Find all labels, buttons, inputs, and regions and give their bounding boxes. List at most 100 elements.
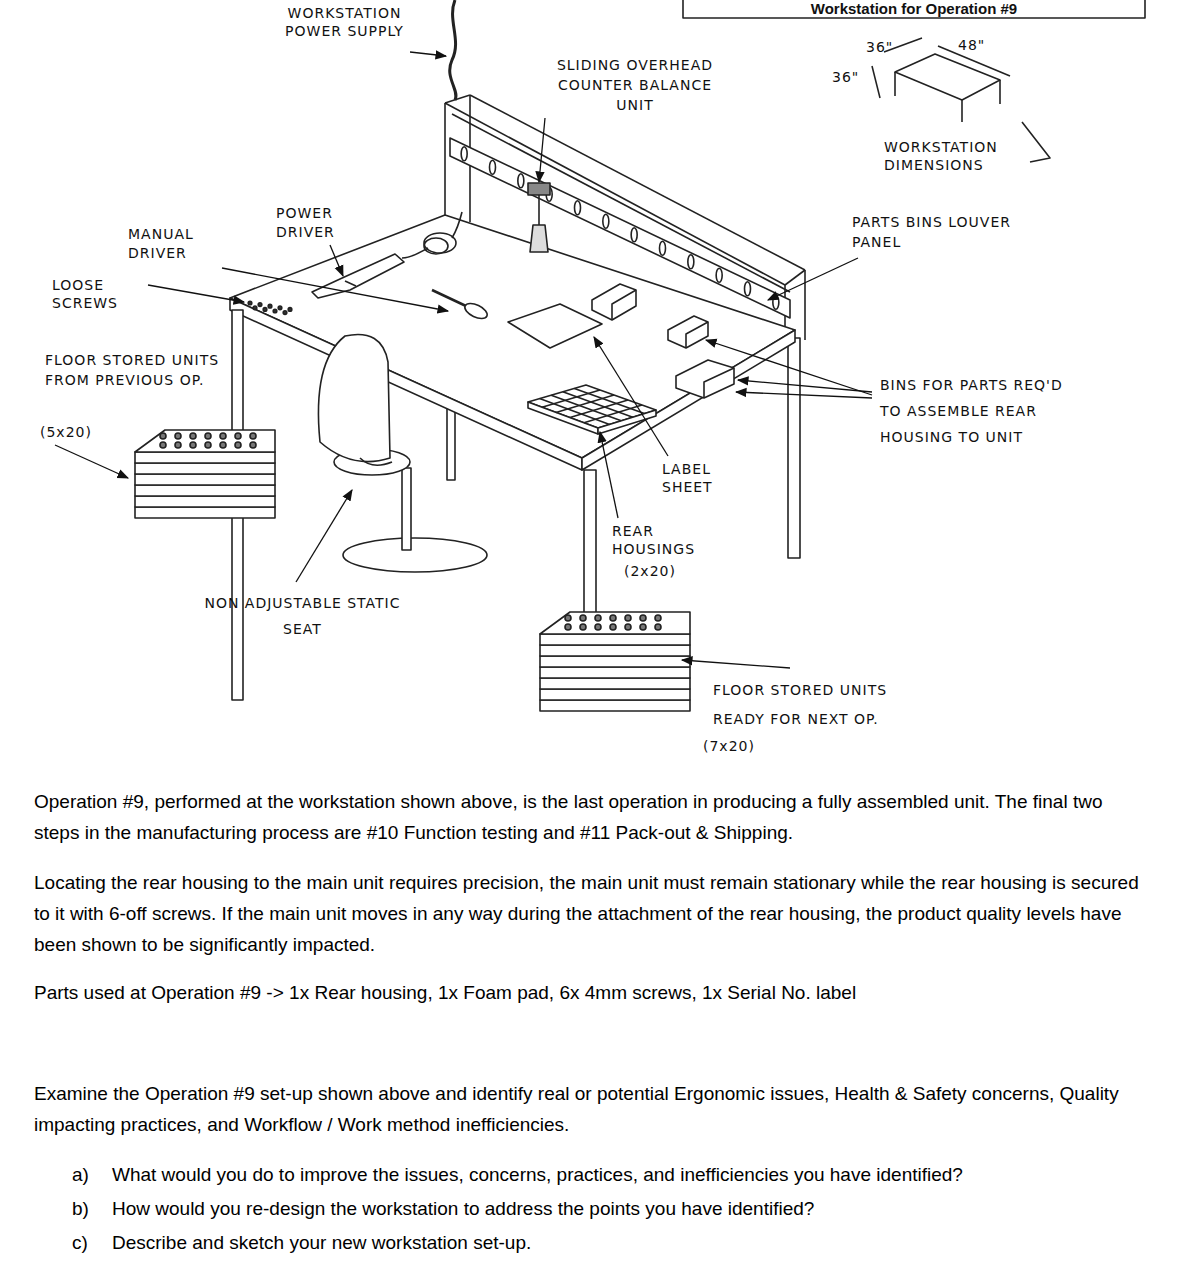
- body-text: What would you do to improve the issues,…: [112, 1159, 1157, 1190]
- drawing-part: [688, 255, 694, 269]
- drawing-part: [625, 615, 631, 621]
- drawing-part: [175, 442, 181, 448]
- callout-label: FLOOR STORED UNITS READY FOR NEXT OP.: [713, 676, 933, 734]
- drawing-part: [575, 201, 581, 215]
- drawing-part: [682, 660, 790, 668]
- drawing-part: [655, 615, 661, 621]
- body-text: Describe and sketch your new workstation…: [112, 1227, 1157, 1258]
- drawing-part: [565, 624, 571, 630]
- drawing-part: [463, 300, 490, 321]
- drawing-part: [424, 238, 448, 254]
- callout-label: (2x20): [624, 562, 694, 580]
- drawing-part: [296, 490, 352, 582]
- drawing-part: [160, 442, 166, 448]
- drawing-part: [268, 304, 272, 308]
- callout-label: BINS FOR PARTS REQ'D TO ASSEMBLE REAR HO…: [880, 372, 1070, 450]
- callout-label: LABEL SHEET: [662, 460, 752, 496]
- drawing-part: [424, 233, 456, 253]
- drawing-part: [205, 442, 211, 448]
- drawing-part: [595, 624, 601, 630]
- drawing-part: [610, 615, 616, 621]
- drawing-part: [235, 433, 241, 439]
- body-text: c): [72, 1227, 106, 1258]
- body-text: How would you re-design the workstation …: [112, 1193, 1157, 1224]
- drawing-part: [248, 301, 292, 314]
- body-text: Locating the rear housing to the main un…: [34, 867, 1149, 960]
- drawing-part: [55, 445, 128, 478]
- drawing-part: [540, 634, 690, 645]
- drawing-part: [804, 270, 806, 340]
- drawing-part: [175, 433, 181, 439]
- drawing-part: [461, 147, 467, 161]
- drawing-part: [450, 0, 456, 100]
- drawing-part: [135, 463, 275, 474]
- drawing-part: [508, 304, 602, 348]
- drawing-part: [530, 225, 548, 252]
- drawing-part: [625, 624, 631, 630]
- drawing-part: [540, 689, 690, 700]
- drawing-part: [580, 615, 586, 621]
- drawing-part: [610, 624, 616, 630]
- callout-label: SLIDING OVERHEAD COUNTER BALANCE UNIT: [540, 55, 730, 115]
- callout-label: MANUAL DRIVER: [128, 225, 228, 263]
- drawing-part: [542, 390, 600, 407]
- drawing-part: [999, 80, 1001, 104]
- drawing-part: [278, 306, 282, 310]
- drawing-part: [402, 468, 411, 550]
- drawing-part: [540, 612, 690, 711]
- drawing-part: [135, 452, 275, 463]
- drawing-part: [592, 284, 636, 320]
- drawing-part: [538, 195, 540, 225]
- drawing-part: [432, 290, 466, 306]
- drawing-part: [961, 100, 963, 122]
- callout-label: LOOSE SCREWS: [52, 276, 142, 312]
- drawing-part: [220, 433, 226, 439]
- drawing-part: [540, 645, 690, 656]
- drawing-part: [676, 360, 734, 398]
- drawing-part: [135, 485, 275, 496]
- drawing-part: [563, 392, 633, 417]
- drawing-part: [894, 72, 896, 96]
- drawing-part: [345, 281, 356, 286]
- drawing-part: [148, 285, 244, 302]
- drawing-part: [540, 656, 690, 667]
- drawing-part: [190, 433, 196, 439]
- drawing-part: [704, 368, 734, 398]
- drawing-part: [600, 432, 618, 518]
- drawing-part: [631, 228, 637, 242]
- drawing-part: [518, 174, 524, 188]
- drawing-part: [660, 241, 666, 255]
- drawing-part: [603, 214, 609, 228]
- drawing-part: [312, 254, 404, 298]
- body-text: Parts used at Operation #9 -> 1x Rear ho…: [34, 977, 1149, 1008]
- callout-label: NON ADJUSTABLE STATIC SEAT: [200, 590, 405, 642]
- drawing-part: [253, 306, 257, 310]
- title: Workstation for Operation #9: [690, 0, 1138, 18]
- drawing-part: [584, 405, 642, 423]
- drawing-part: [235, 442, 241, 448]
- drawing-part: [706, 340, 872, 395]
- drawing-part: [551, 395, 621, 421]
- drawing-part: [248, 301, 252, 305]
- drawing-part: [250, 433, 256, 439]
- drawing-part: [330, 245, 343, 276]
- drawing-part: [655, 624, 661, 630]
- drawing-part: [135, 507, 275, 518]
- drawing-part: [135, 496, 275, 507]
- drawing-part: [273, 309, 277, 313]
- drawing-part: [283, 311, 287, 315]
- drawing-part: [160, 433, 166, 439]
- drawing-part: [640, 624, 646, 630]
- drawing-part: [490, 160, 496, 174]
- drawing-part: [410, 52, 446, 56]
- drawing-part: [258, 303, 262, 307]
- drawing-part: [612, 290, 636, 320]
- drawing-part: [360, 458, 392, 465]
- drawing-part: [135, 430, 275, 518]
- drawing-part: [540, 667, 690, 678]
- drawing-part: [1022, 122, 1050, 162]
- drawing-part: [736, 392, 872, 398]
- callout-label: WORKSTATION POWER SUPPLY: [282, 4, 407, 40]
- drawing-part: [683, 0, 1145, 18]
- drawing-part: [288, 308, 292, 312]
